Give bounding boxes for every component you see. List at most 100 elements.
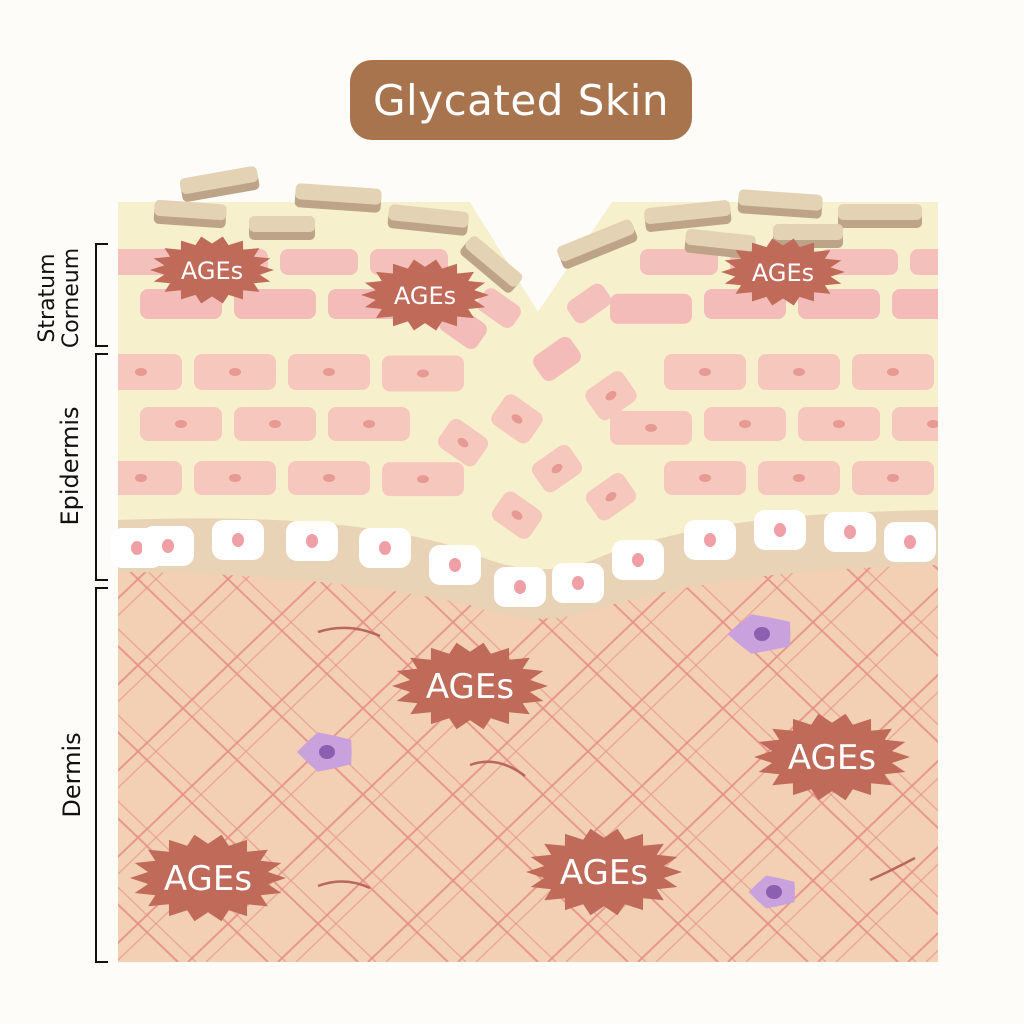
cell-nucleus [981,474,993,482]
epidermis-cell [118,354,182,390]
flake-top [154,199,227,221]
cell-nucleus [363,420,375,428]
ages-marker: AGEs [150,236,274,304]
flake-top [644,200,731,224]
collagen-fiber [118,559,449,962]
cell-nucleus [605,390,617,401]
collagen-fiber [118,559,357,962]
basal-cell [552,563,604,603]
epidermis-cell [798,289,880,319]
basal-cell [429,545,481,585]
epidermis-cell [234,289,316,319]
cell-nucleus [793,474,805,482]
epidermis-cell [758,461,840,495]
cell-body [946,354,1024,390]
fibroblast [297,732,352,772]
ages-marker: AGEs [130,834,286,922]
epidermis-cell [852,354,934,390]
ages-marker: AGEs [754,713,910,801]
cell-nucleus [887,474,899,482]
fiber-fragment [869,856,916,882]
basal-cell [286,521,338,561]
collagen-fiber [925,559,938,962]
ages-marker: AGEs [392,642,548,730]
corneum-flake [737,189,823,219]
cell-nucleus [135,474,147,482]
ages-label: AGEs [164,859,252,899]
title-badge: Glycated Skin [350,60,692,140]
corneum-flake [294,183,382,213]
label-corneum: Corneum [59,248,84,348]
epidermis-cell [567,283,611,324]
diagram-title: Glycated Skin [373,75,669,125]
basal-cell-nucleus [704,533,716,547]
fiber-fragment [469,760,526,777]
collagen-fiber [1018,560,1024,962]
ages-burst [754,713,910,801]
collagen-fiber [745,559,938,962]
cell-nucleus [511,510,523,520]
epidermis-cell [234,407,316,441]
corneum-flakes [153,166,922,293]
corneum-flake [773,224,843,248]
cell-body [610,293,692,324]
collagen-fiber [817,559,938,962]
basal-cell [612,540,664,580]
collagen-fiber [118,559,377,962]
cell-nucleus [135,368,147,376]
epidermis-cell [585,473,637,521]
collagen-fiber [927,559,938,962]
epidermis-cell [852,461,934,495]
collagen-fiber [118,559,447,962]
label-stratum: Stratum [35,253,60,342]
corneum-flake [557,219,638,269]
epidermis-cell [910,249,938,275]
ages-burst [721,238,845,306]
collagen-fiber [118,559,359,962]
collagen-fiber [0,560,106,962]
epidermis-cell [477,288,521,328]
epidermis-cell [610,410,692,445]
basal-cell-nucleus [131,541,143,555]
basal-cell-nucleus [379,541,391,555]
collagen-fiber [477,559,899,962]
corneum-flake [249,216,315,240]
collagen-fiber [998,560,1024,962]
basal-cell [684,520,736,560]
collagen-fiber [457,559,879,962]
cell-nucleus [323,474,335,482]
label-epidermis: Epidermis [56,406,84,525]
collagen-fiber [295,559,717,962]
corneum-flake [460,236,523,293]
epidermis-cell [585,371,637,421]
flake-top [557,219,635,262]
basal-cell-nucleus [449,558,461,572]
ages-marker: AGEs [721,238,845,306]
bracket-epidermis [95,353,108,581]
fibroblast-nucleus [766,885,782,899]
ages-label: AGEs [181,257,243,285]
collagen-fiber [475,559,897,962]
basal-cell-nucleus [844,525,856,539]
corneum-flake [838,204,922,228]
basal-cell-nucleus [572,576,584,590]
epidermis-cell [288,461,370,495]
collagen-fiber [835,559,938,962]
cell-body [820,249,898,275]
cell-nucleus [417,369,429,378]
epidermis-cell [437,418,489,467]
basal-cell [212,520,264,560]
flake-top [465,236,523,287]
bracket-stratum-corneum [95,243,108,347]
cell-body [798,289,880,319]
epidermis-cell [892,407,938,441]
epidermis-cell [382,355,464,392]
cell-nucleus [927,420,938,428]
fibroblast-cells [297,614,795,909]
epidermis-cell [798,407,880,441]
ages-label: AGEs [752,259,814,287]
dermis-layer [118,552,938,962]
bracket-dermis [95,587,108,963]
epidermis-cell [946,461,1024,495]
cell-nucleus [887,368,899,376]
